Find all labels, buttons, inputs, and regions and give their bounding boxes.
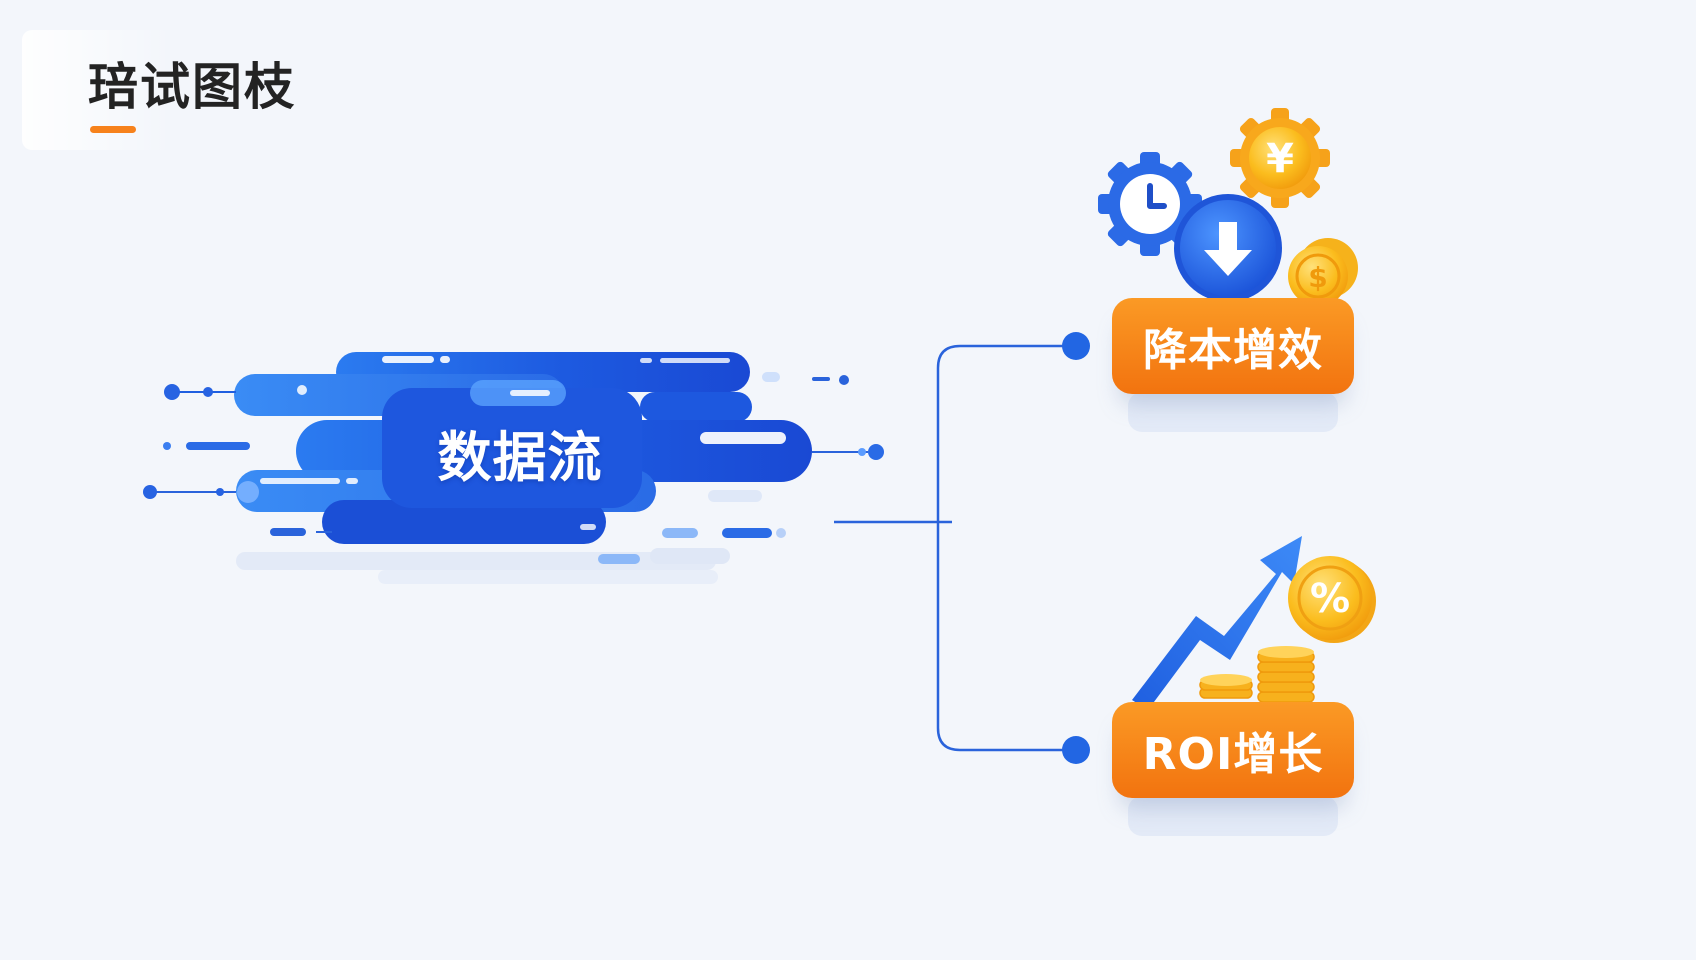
outcome-cost-efficiency: 降本增效 bbox=[1112, 298, 1354, 394]
page-title: 琣试图枝 bbox=[88, 58, 296, 116]
connector-dot-top bbox=[1062, 332, 1090, 360]
yuan-symbol: ¥ bbox=[1266, 136, 1294, 182]
title-underline bbox=[90, 126, 136, 133]
dollar-symbol: $ bbox=[1308, 261, 1327, 294]
data-flow-label: 数据流 bbox=[437, 426, 603, 489]
outcome-label-cost-efficiency: 降本增效 bbox=[1143, 325, 1323, 376]
connector-lines bbox=[834, 344, 1076, 752]
outcome-shadow-top bbox=[1128, 392, 1338, 432]
rising-arrow-coins-percent-icon: % bbox=[1132, 536, 1376, 710]
connector-dot-bottom bbox=[1062, 736, 1090, 764]
data-flow-shape bbox=[143, 352, 884, 584]
outcome-shadow-bottom bbox=[1128, 796, 1338, 836]
percent-symbol: % bbox=[1310, 576, 1350, 622]
gears-clock-arrow-coins-icon: ¥ $ bbox=[1098, 108, 1358, 306]
title-block: 琣试图枝 bbox=[88, 52, 296, 133]
outcome-label-roi-growth: ROI增长 bbox=[1142, 729, 1324, 780]
outcome-roi-growth: ROI增长 bbox=[1112, 702, 1354, 798]
